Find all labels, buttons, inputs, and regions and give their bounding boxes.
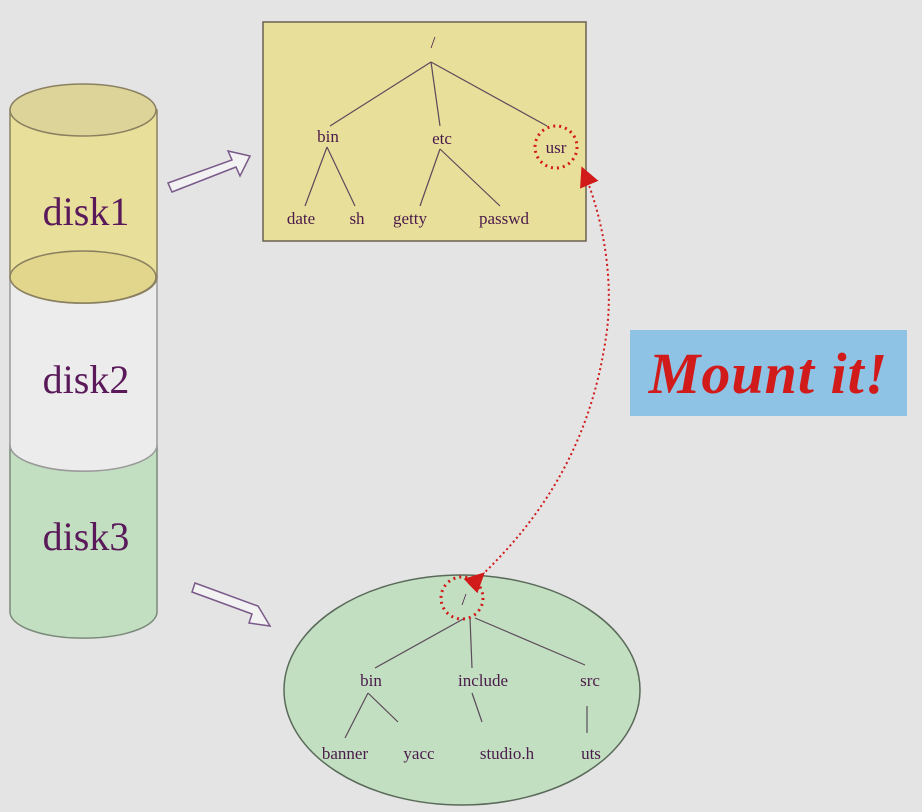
disk3-root-highlight <box>439 575 485 621</box>
root-tree-date: date <box>287 209 315 228</box>
disk3-tree-bin: bin <box>360 671 382 690</box>
root-filesystem-tree: / bin etc usr date sh getty passwd <box>262 21 587 242</box>
disk1-top <box>9 83 157 137</box>
root-tree-sh: sh <box>349 209 365 228</box>
disk3-tree-uts: uts <box>581 744 601 763</box>
root-tree-bin: bin <box>317 127 339 146</box>
root-tree-getty: getty <box>393 209 427 228</box>
disk3-tree-root: / <box>462 590 467 609</box>
disk3-label: disk3 <box>43 514 130 559</box>
mount-callout-text: Mount it! <box>648 340 889 406</box>
disk1-bottom <box>9 250 157 304</box>
disk3-filesystem-tree: / bin include src banner yacc studio.h u… <box>283 574 641 806</box>
mount-callout: Mount it! <box>630 330 907 416</box>
disk3-tree-yacc: yacc <box>403 744 435 763</box>
disk3-tree-ellipse <box>283 574 641 806</box>
root-tree-usr: usr <box>546 138 567 157</box>
disk3-tree-banner: banner <box>322 744 369 763</box>
disk3-tree-include: include <box>458 671 508 690</box>
disk2-body <box>9 276 158 472</box>
disk3-tree-studio-h: studio.h <box>480 744 535 763</box>
disk1-label: disk1 <box>43 189 130 234</box>
usr-mount-point-highlight <box>533 124 579 170</box>
root-tree-passwd: passwd <box>479 209 530 228</box>
root-tree-root: / <box>431 33 436 52</box>
disk-stack: disk1 disk2 disk3 <box>9 83 158 639</box>
mount-link-arrow <box>463 166 610 594</box>
disk3-to-tree-arrow <box>191 582 272 627</box>
disk2-label: disk2 <box>43 357 130 402</box>
root-tree-etc: etc <box>432 129 452 148</box>
disk3-tree-src: src <box>580 671 600 690</box>
disk3-body <box>9 444 158 639</box>
disk1-to-root-arrow <box>166 149 252 193</box>
